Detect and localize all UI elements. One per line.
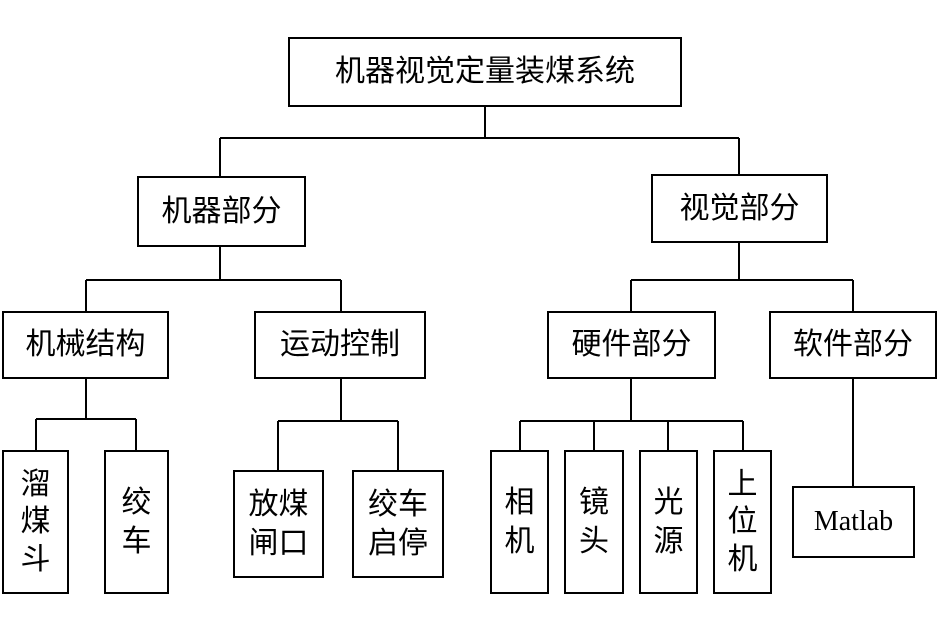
root-node: 机器视觉定量装煤系统	[288, 37, 682, 107]
chute-node: 溜 煤 斗	[2, 450, 69, 594]
winch-control-node: 绞车 启停	[352, 470, 444, 578]
vision-part-label: 视觉部分	[679, 190, 800, 226]
software-part-label: 软件部分	[793, 327, 913, 362]
gate-node: 放煤 闸口	[233, 470, 324, 578]
hardware-part-node: 硬件部分	[547, 311, 716, 379]
gate-label: 放煤 闸口	[248, 487, 309, 561]
light-source-node: 光 源	[639, 450, 698, 594]
matlab-label: Matlab	[813, 506, 894, 538]
winch-label: 绞 车	[121, 485, 152, 559]
motion-control-node: 运动控制	[254, 311, 426, 379]
lens-label: 镜 头	[579, 485, 609, 559]
mechanical-structure-node: 机械结构	[2, 311, 169, 379]
light-source-label: 光 源	[653, 485, 684, 559]
mechanical-structure-label: 机械结构	[25, 327, 146, 362]
root-label: 机器视觉定量装煤系统	[335, 54, 635, 89]
matlab-node: Matlab	[792, 486, 915, 558]
machine-part-label: 机器部分	[161, 193, 282, 229]
chute-label: 溜 煤 斗	[20, 466, 51, 577]
lens-node: 镜 头	[564, 450, 624, 594]
camera-node: 相 机	[490, 450, 549, 594]
host-computer-node: 上 位 机	[713, 450, 772, 594]
machine-part-node: 机器部分	[137, 176, 306, 247]
motion-control-label: 运动控制	[280, 327, 400, 362]
hardware-part-label: 硬件部分	[571, 327, 692, 362]
camera-label: 相 机	[504, 485, 535, 559]
host-computer-label: 上 位 机	[727, 466, 758, 577]
software-part-node: 软件部分	[769, 311, 937, 379]
winch-control-label: 绞车 启停	[368, 487, 428, 561]
winch-node: 绞 车	[104, 450, 169, 594]
vision-part-node: 视觉部分	[651, 174, 828, 243]
